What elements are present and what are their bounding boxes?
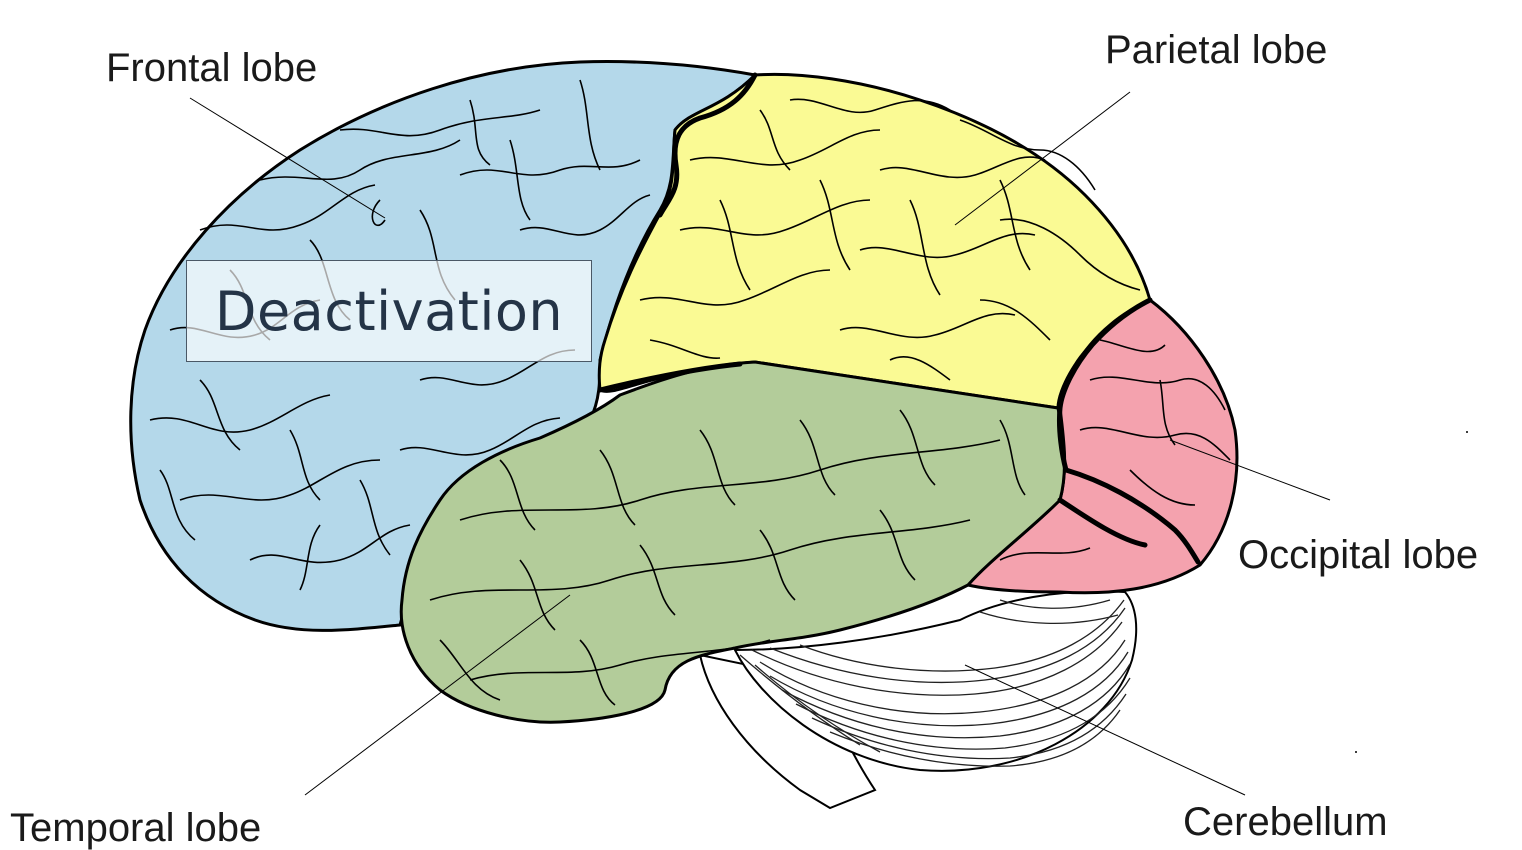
temporal-lobe-label: Temporal lobe xyxy=(10,808,261,848)
occipital-lobe-label: Occipital lobe xyxy=(1238,535,1478,575)
stray-dot xyxy=(1355,751,1357,753)
frontal-lobe-label: Frontal lobe xyxy=(106,48,317,88)
stray-dot xyxy=(1466,431,1468,433)
cerebellum-label: Cerebellum xyxy=(1183,802,1388,842)
deactivation-overlay-text: Deactivation xyxy=(215,280,563,343)
parietal-lobe xyxy=(599,74,1150,408)
parietal-lobe-label: Parietal lobe xyxy=(1105,30,1327,70)
deactivation-overlay-box: Deactivation xyxy=(186,260,592,362)
